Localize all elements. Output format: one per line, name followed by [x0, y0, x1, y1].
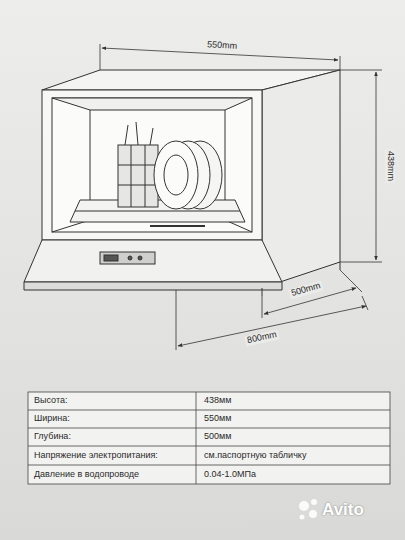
- table-cell: 550мм: [204, 414, 231, 424]
- table-cell: см.паспортную табличку: [204, 451, 306, 461]
- table-cell: Напряжение электропитания:: [34, 451, 158, 461]
- watermark-icon: [299, 499, 317, 520]
- dimension-label: 800mm: [244, 330, 279, 347]
- dimension-lines: [100, 44, 382, 350]
- table-cell: 500мм: [204, 432, 231, 442]
- table-cell: Глубина:: [34, 432, 71, 442]
- dimension-label: 500mm: [288, 281, 323, 300]
- spec-table: [28, 392, 390, 484]
- dimension-label: 550mm: [205, 40, 239, 52]
- table-cell: 438мм: [204, 396, 231, 406]
- table-cell: Давление в водопроводе: [34, 470, 139, 480]
- dimension-label: 438mm: [385, 149, 395, 183]
- table-cell: 0.04-1.0МПа: [204, 470, 256, 480]
- table-cell: Ширина:: [34, 414, 70, 424]
- table-cell: Высота:: [34, 396, 67, 406]
- watermark: Avito: [322, 501, 364, 520]
- dishwasher-outline: [24, 70, 340, 296]
